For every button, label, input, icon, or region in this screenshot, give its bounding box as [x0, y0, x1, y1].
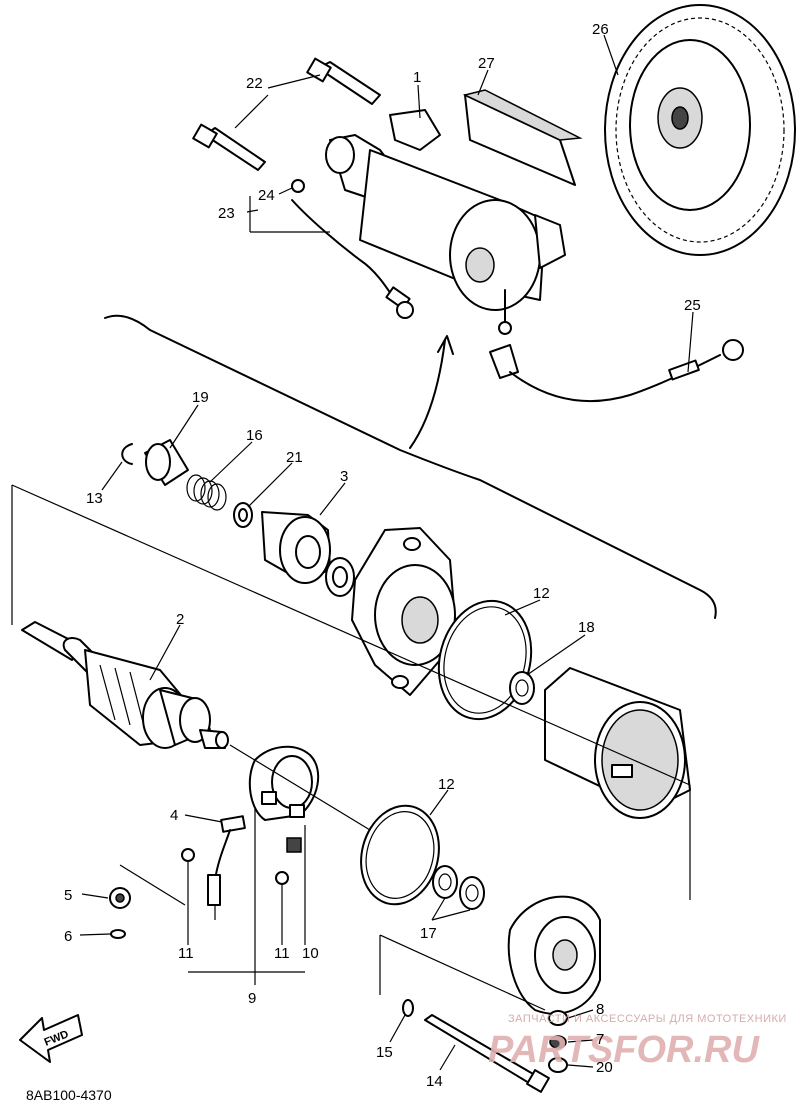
starter-motor-assembly	[325, 109, 566, 335]
pinion-gear	[261, 511, 331, 584]
leader-lines	[79, 34, 694, 1071]
gasket-small	[402, 999, 414, 1017]
callout-9: 9	[248, 990, 256, 1007]
callout-5: 5	[64, 887, 72, 904]
callout-12-upper: 12	[533, 585, 550, 602]
exploded-view-bracket	[104, 314, 717, 619]
callout-11-right: 11	[274, 945, 290, 962]
callout-3: 3	[340, 468, 348, 485]
diagram-code: 8AB100-4370	[26, 1087, 112, 1103]
callout-25: 25	[684, 297, 701, 314]
bracket-arrow	[409, 335, 454, 449]
front-cover-housing	[351, 527, 456, 696]
callout-26: 26	[592, 21, 609, 38]
callout-22: 22	[246, 75, 263, 92]
callout-6: 6	[64, 928, 72, 945]
callout-11-left: 11	[178, 945, 194, 962]
return-spring	[186, 474, 227, 511]
callout-8: 8	[596, 1001, 604, 1018]
washer-a	[432, 865, 458, 899]
assembly-lines	[11, 484, 691, 1011]
flywheel-ring-gear	[604, 4, 796, 256]
callout-23: 23	[218, 205, 235, 222]
yoke-housing	[544, 667, 691, 819]
armature	[21, 621, 229, 749]
callout-17: 17	[420, 925, 437, 942]
o-ring-lower	[360, 804, 440, 906]
callout-15: 15	[376, 1044, 393, 1061]
callout-19: 19	[192, 389, 209, 406]
forward-arrow-icon: FWD	[19, 1014, 83, 1063]
callout-14: 14	[426, 1073, 443, 1090]
callout-10: 10	[302, 945, 319, 962]
callout-20: 20	[596, 1059, 613, 1076]
callout-2: 2	[176, 611, 184, 628]
callout-21: 21	[286, 449, 303, 466]
rubber-damper-block	[462, 89, 583, 186]
thrust-washer	[509, 671, 535, 705]
starter-mounting-bolts	[192, 57, 381, 171]
callout-1: 1	[413, 69, 421, 86]
through-bolt	[424, 1014, 550, 1093]
callout-24: 24	[258, 187, 275, 204]
callout-12-lower: 12	[438, 776, 455, 793]
callout-18: 18	[578, 619, 595, 636]
starter-cable	[489, 339, 744, 402]
watermark: ЗАПЧАСТИ И АКСЕССУАРЫ ДЛЯ МОТОТЕХНИКИ PA…	[488, 1013, 787, 1071]
o-ring-upper-inner	[443, 606, 527, 714]
brush-holder-plate	[109, 745, 320, 939]
washer-b	[459, 876, 485, 910]
callout-4: 4	[170, 807, 178, 824]
callout-13: 13	[86, 490, 103, 507]
callout-27: 27	[478, 55, 495, 72]
callout-labels: 1 27 26 22 24 23 25 19 16 21 3 13 12 18 …	[64, 21, 701, 1090]
callout-7: 7	[596, 1031, 604, 1048]
watermark-tagline: ЗАПЧАСТИ И АКСЕССУАРЫ ДЛЯ МОТОТЕХНИКИ	[508, 1013, 787, 1025]
callout-16: 16	[246, 427, 263, 444]
starter-lead-wire	[291, 179, 414, 319]
watermark-brand: PARTSFOR.RU	[488, 1029, 760, 1071]
rear-cover	[507, 895, 601, 1073]
pinion-gear-parts-row	[121, 439, 355, 597]
o-ring-upper	[437, 599, 533, 721]
